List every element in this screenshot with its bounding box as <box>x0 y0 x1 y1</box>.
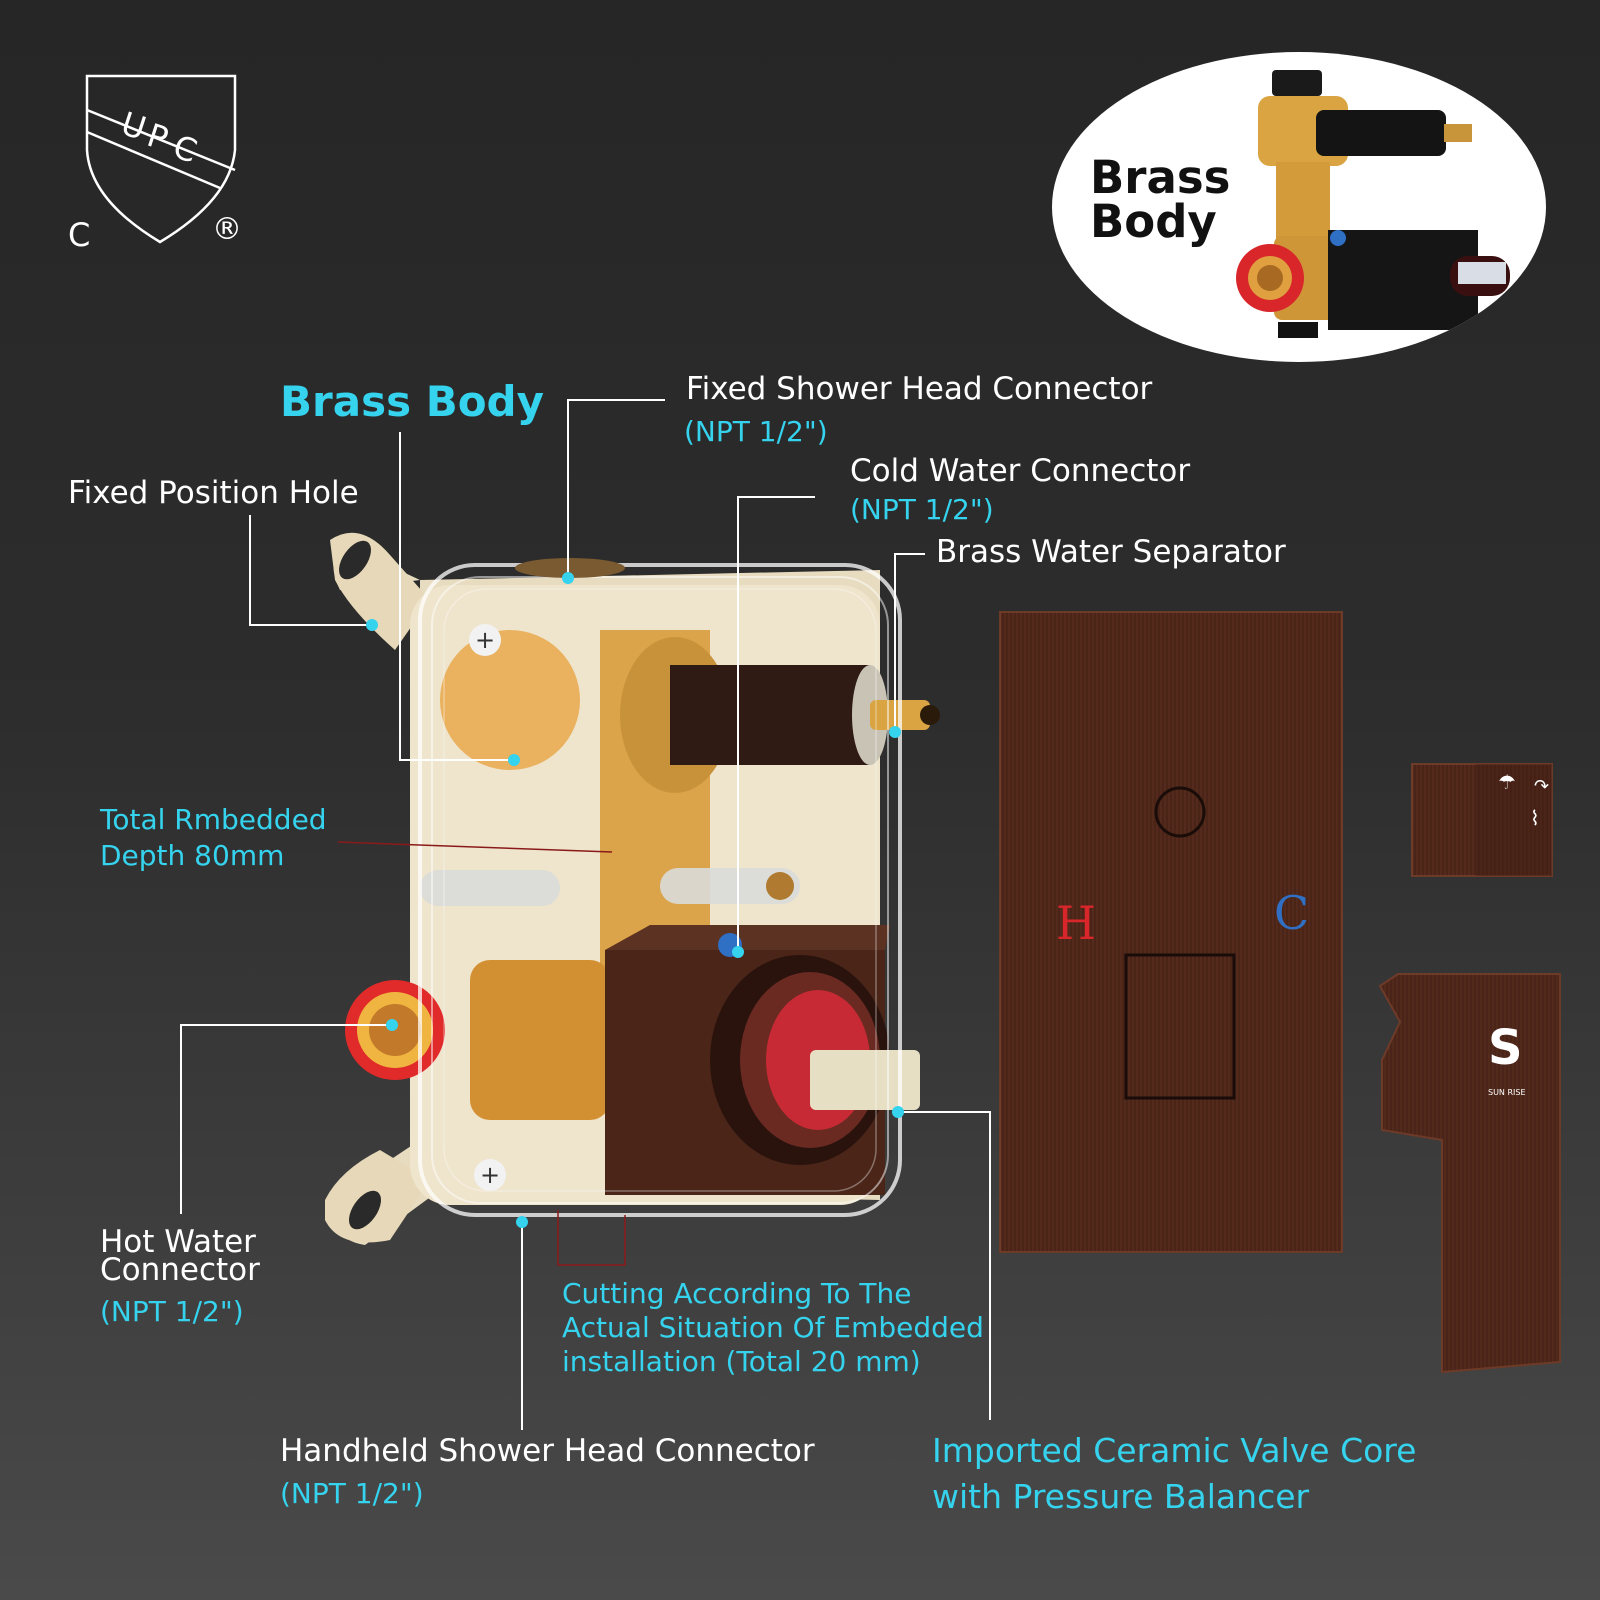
cold-water-spec: (NPT 1/2") <box>850 493 994 526</box>
embedded-depth-line1: Total Rmbedded <box>100 803 327 836</box>
upc-prefix-c: C <box>68 216 91 254</box>
fixed-position-hole-top <box>339 540 371 580</box>
handheld-shower-icon: ⌇ <box>1530 806 1540 830</box>
brand-logo: S <box>1488 1020 1523 1076</box>
brass-separator-callout: Brass Water Separator <box>936 534 1286 570</box>
curved-arrow-icon: ↷ <box>1534 776 1550 797</box>
brand-name: SUN RISE <box>1488 1088 1526 1097</box>
trim-plate <box>999 611 1343 1253</box>
callout-dots <box>366 572 904 1228</box>
leader-lines <box>180 399 991 1430</box>
inset-label-line1: Brass <box>1090 151 1231 204</box>
inset-label: Brass Body <box>1090 151 1231 248</box>
fixed-position-hole-bottom <box>349 1190 381 1230</box>
cold-water-title: Cold Water Connector <box>850 453 1191 489</box>
inset-label-line2: Body <box>1090 195 1217 248</box>
brass-body-inset: Brass Body <box>1052 52 1546 362</box>
hot-mark: H <box>1056 896 1097 950</box>
cutting-line2: Actual Situation Of Embedded <box>562 1311 984 1344</box>
brass-body-callout: Brass Body <box>280 377 544 426</box>
valve-core-line2: with Pressure Balancer <box>932 1477 1310 1516</box>
cutting-line3: installation (Total 20 mm) <box>562 1345 921 1378</box>
hot-water-line1: Hot Water <box>100 1224 256 1260</box>
shower-head-icon: ☂ <box>1498 770 1516 794</box>
brass-body-render <box>1236 70 1510 338</box>
upc-shield-icon <box>85 74 237 244</box>
fixed-shower-head-title: Fixed Shower Head Connector <box>686 371 1153 407</box>
cutting-line1: Cutting According To The <box>562 1277 912 1310</box>
handle-lever <box>1378 973 1561 1374</box>
embedded-depth-line2: Depth 80mm <box>100 839 285 872</box>
svg-text:+: + <box>480 1161 500 1189</box>
svg-text:+: + <box>475 626 495 654</box>
registered-mark: ® <box>212 212 242 247</box>
hot-water-spec: (NPT 1/2") <box>100 1295 244 1328</box>
diverter-knob <box>1411 763 1553 877</box>
handheld-title: Handheld Shower Head Connector <box>280 1433 815 1469</box>
fixed-position-hole-callout: Fixed Position Hole <box>68 475 359 511</box>
handheld-spec: (NPT 1/2") <box>280 1477 424 1510</box>
hot-water-line2: Connector <box>100 1252 260 1288</box>
fixed-shower-head-spec: (NPT 1/2") <box>684 415 828 448</box>
valve-core-line1: Imported Ceramic Valve Core <box>932 1431 1417 1470</box>
cold-mark: C <box>1274 886 1310 940</box>
